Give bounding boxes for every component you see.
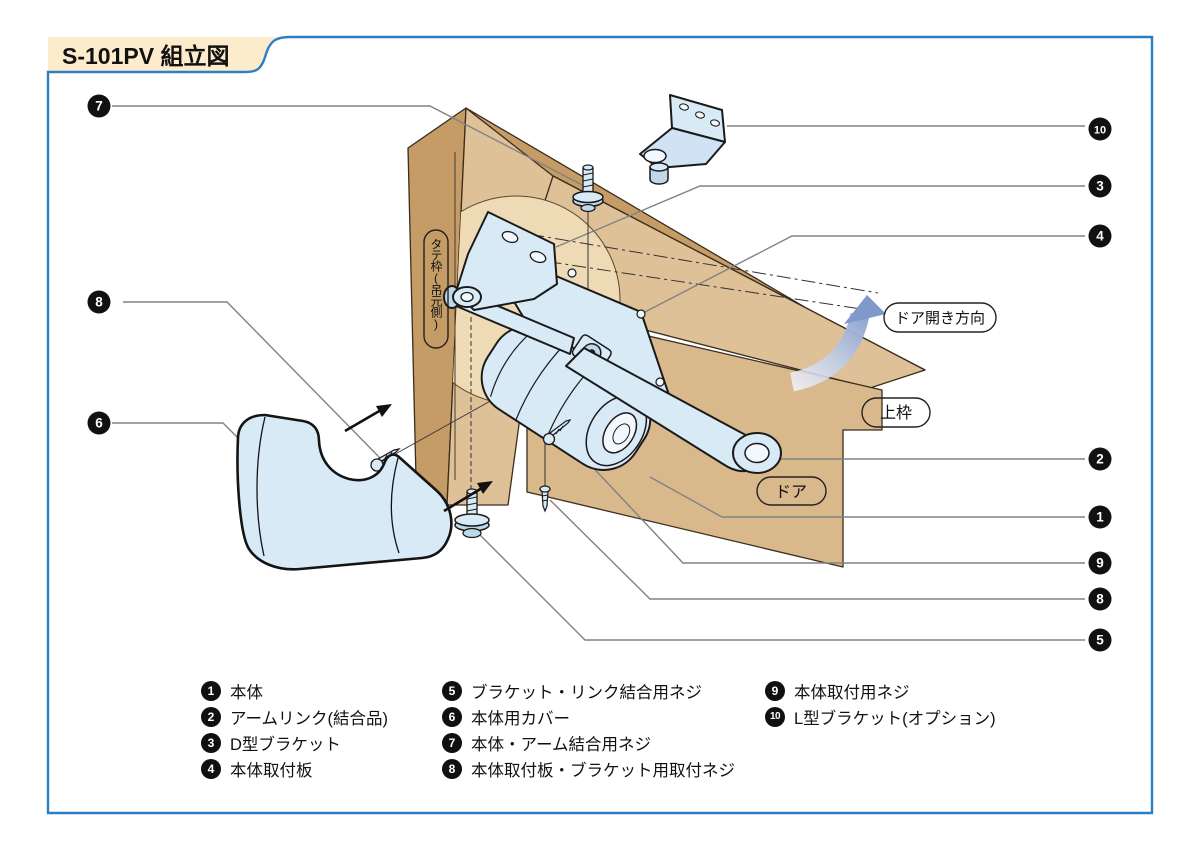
l-bracket — [639, 94, 726, 185]
centerlines — [480, 225, 879, 311]
screw-5 — [454, 488, 490, 539]
top-frame-label: 上枠 — [880, 404, 912, 422]
leader-7 — [112, 105, 587, 188]
callout-8: 8 — [1088, 587, 1112, 611]
leader-5 — [478, 533, 1085, 641]
svg-text:6: 6 — [95, 416, 103, 431]
callout-layer: 7 8 6 10 3 4 2 1 9 8 5 — [87, 94, 1112, 652]
svg-text:3: 3 — [1096, 179, 1104, 194]
title-tab-background — [48, 37, 290, 72]
d-bracket — [452, 211, 558, 311]
label-pill-door-open-direction: ドア開き方向 — [883, 302, 997, 333]
door-label: ドア — [775, 484, 807, 501]
door-open-arrow — [789, 295, 886, 392]
title-tab: S-101PV 組立図 — [48, 37, 290, 72]
svg-text:1: 1 — [1096, 510, 1104, 525]
callout-8: 8 — [87, 290, 111, 314]
leader-lines — [112, 105, 1085, 641]
callout-2: 2 — [1088, 447, 1112, 471]
callout-3: 3 — [1088, 174, 1112, 198]
door-open-direction-label: ドア開き方向 — [895, 310, 985, 327]
svg-text:4: 4 — [1096, 229, 1104, 244]
l-bracket-boss — [649, 166, 669, 185]
svg-text:2: 2 — [1096, 452, 1104, 467]
leader-8-right — [549, 499, 1085, 600]
svg-text:5: 5 — [1096, 633, 1104, 648]
callout-1: 1 — [1088, 505, 1112, 529]
body-cover — [236, 413, 453, 571]
svg-text:8: 8 — [1096, 592, 1104, 607]
screw-7 — [572, 164, 604, 213]
assembly-arrow-cover — [344, 404, 392, 433]
leader-1 — [649, 476, 1085, 518]
svg-text:10: 10 — [1094, 125, 1106, 137]
screw-8-right — [539, 485, 551, 513]
callout-4: 4 — [1088, 224, 1112, 248]
leader-8-left — [123, 301, 381, 459]
page-border — [46, 35, 1154, 815]
assembly-arrow-body — [443, 481, 493, 513]
svg-text:9: 9 — [1096, 556, 1104, 571]
label-pill-top-frame: 上枠 — [861, 397, 931, 428]
leader-4 — [642, 235, 1085, 314]
callout-6: 6 — [87, 411, 111, 435]
leader-9 — [566, 439, 1085, 564]
callout-7: 7 — [87, 94, 111, 118]
label-pill-door: ドア — [756, 476, 827, 506]
page-title: S-101PV 組立図 — [62, 43, 229, 69]
svg-text:7: 7 — [95, 99, 103, 114]
callout-9: 9 — [1088, 551, 1112, 575]
callout-10: 10 — [1088, 117, 1112, 141]
screw-9 — [542, 419, 572, 446]
arm-link — [443, 285, 782, 474]
leader-3 — [555, 185, 1085, 248]
frame-vertical-label: タテ枠(吊元側) — [429, 238, 443, 331]
leader-6 — [112, 422, 251, 451]
svg-text:8: 8 — [95, 295, 103, 310]
label-pill-frame-vertical: タテ枠(吊元側) — [423, 229, 449, 349]
callout-5: 5 — [1088, 628, 1112, 652]
